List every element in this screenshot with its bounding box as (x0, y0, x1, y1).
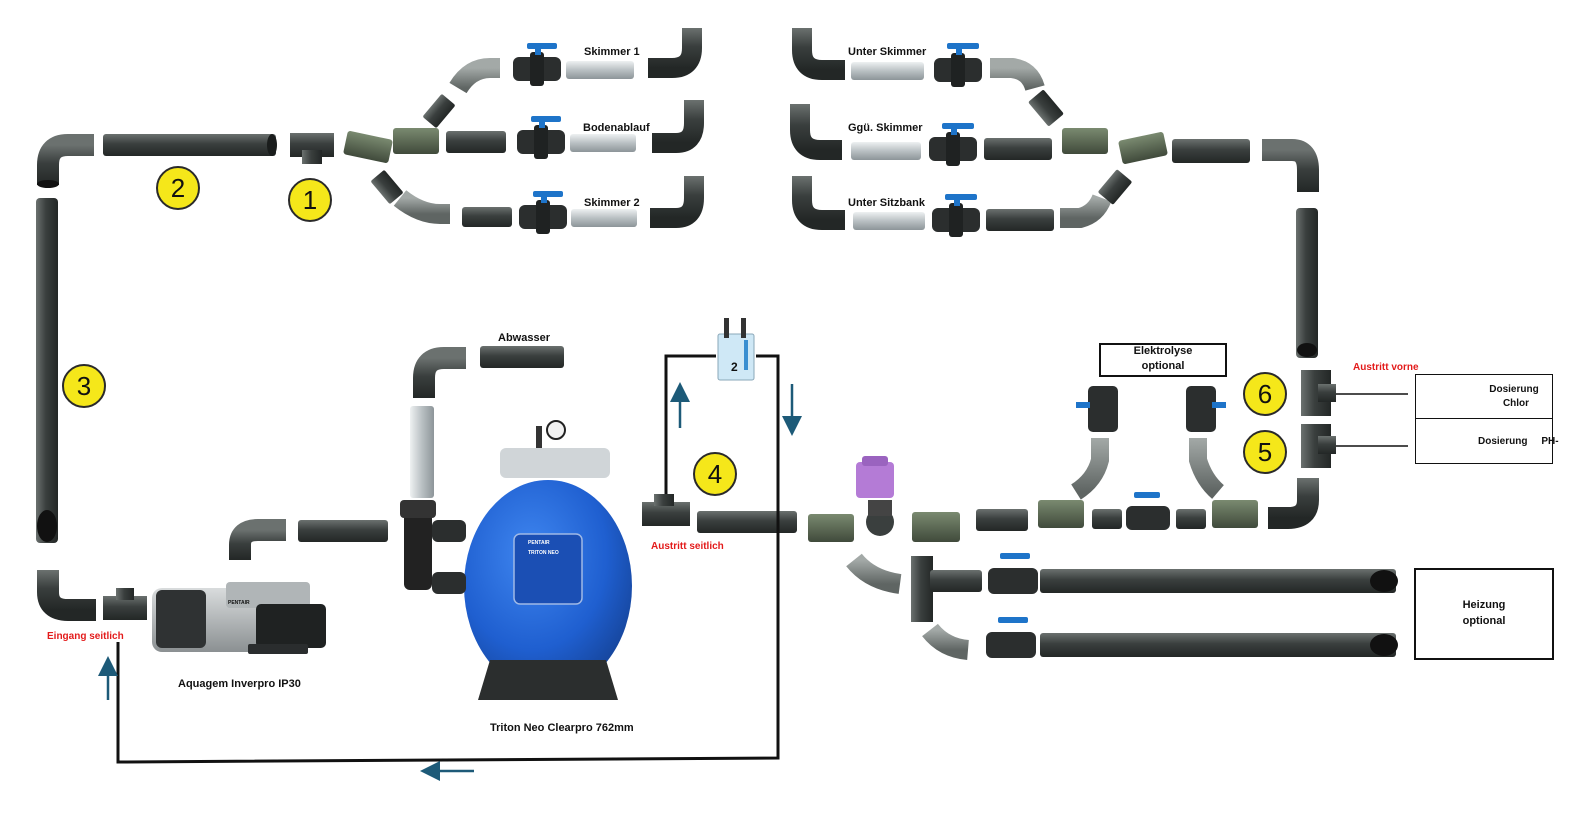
right-skimmer-manifold (984, 58, 1319, 358)
suction-main-line (36, 133, 334, 543)
heizung-optional: optional (1462, 615, 1506, 627)
right-skimmer-valves (790, 28, 982, 237)
dosing-chlor-line1: Dosierung (1489, 384, 1539, 395)
return-loop-lines (116, 354, 780, 764)
pump (152, 582, 326, 654)
waste-line (410, 346, 564, 498)
elektrolyse-bypass (976, 386, 1258, 531)
label-bodenablauf: Bodenablauf (583, 122, 650, 134)
motor-valve-assembly (808, 456, 970, 660)
marker-2: 2 (156, 166, 200, 210)
pump-suction (37, 519, 388, 621)
marker-4: 4 (693, 452, 737, 496)
label-skimmer-2: Skimmer 2 (584, 197, 640, 209)
dosing-chlor-line2: Chlor (1502, 398, 1530, 409)
elektrolyse-title: Elektrolyse (1133, 345, 1193, 357)
marker-5: 5 (1243, 430, 1287, 474)
elektrolyse-optional: optional (1141, 360, 1185, 372)
heizung-box (1414, 568, 1554, 660)
dosing-ph-row (1415, 418, 1553, 464)
sand-filter (400, 420, 632, 700)
label-skimmer-1: Skimmer 1 (584, 46, 640, 58)
dosing-tees (1268, 370, 1408, 529)
sensor-cell (717, 318, 755, 381)
label-ggue-skimmer: Ggü. Skimmer (848, 122, 923, 134)
label-pump-model: Aquagem Inverpro IP30 (178, 678, 301, 690)
filter-brand-label: PENTAIR (528, 540, 550, 546)
label-unter-skimmer: Unter Skimmer (848, 46, 927, 58)
marker-1: 1 (288, 178, 332, 222)
dosing-ph-label: Dosierung PH- (1478, 436, 1559, 447)
elektrolyse-box (1099, 343, 1227, 377)
marker-3: 3 (62, 364, 106, 408)
dosing-chlor-row (1415, 374, 1553, 420)
flow-arrows (98, 382, 802, 781)
heating-branches (911, 553, 1398, 658)
label-unter-sitzbank: Unter Sitzbank (848, 197, 926, 209)
sensor-cell-number: 2 (731, 360, 738, 374)
left-skimmer-manifold (343, 58, 512, 227)
pump-brand-label: PENTAIR (228, 600, 250, 606)
label-austritt-vorne: Austritt vorne (1353, 362, 1419, 373)
label-eingang-seitlich: Eingang seitlich (47, 631, 124, 642)
label-austritt-seitlich: Austritt seitlich (651, 541, 724, 552)
label-filter-model: Triton Neo Clearpro 762mm (490, 722, 634, 734)
marker-6: 6 (1243, 372, 1287, 416)
left-skimmer-valves (513, 28, 704, 234)
heizung-title: Heizung (1462, 599, 1506, 611)
label-abwasser: Abwasser (498, 332, 550, 344)
filter-model-plate: TRITON NEO (528, 550, 559, 556)
filter-outlet-line (642, 494, 797, 533)
